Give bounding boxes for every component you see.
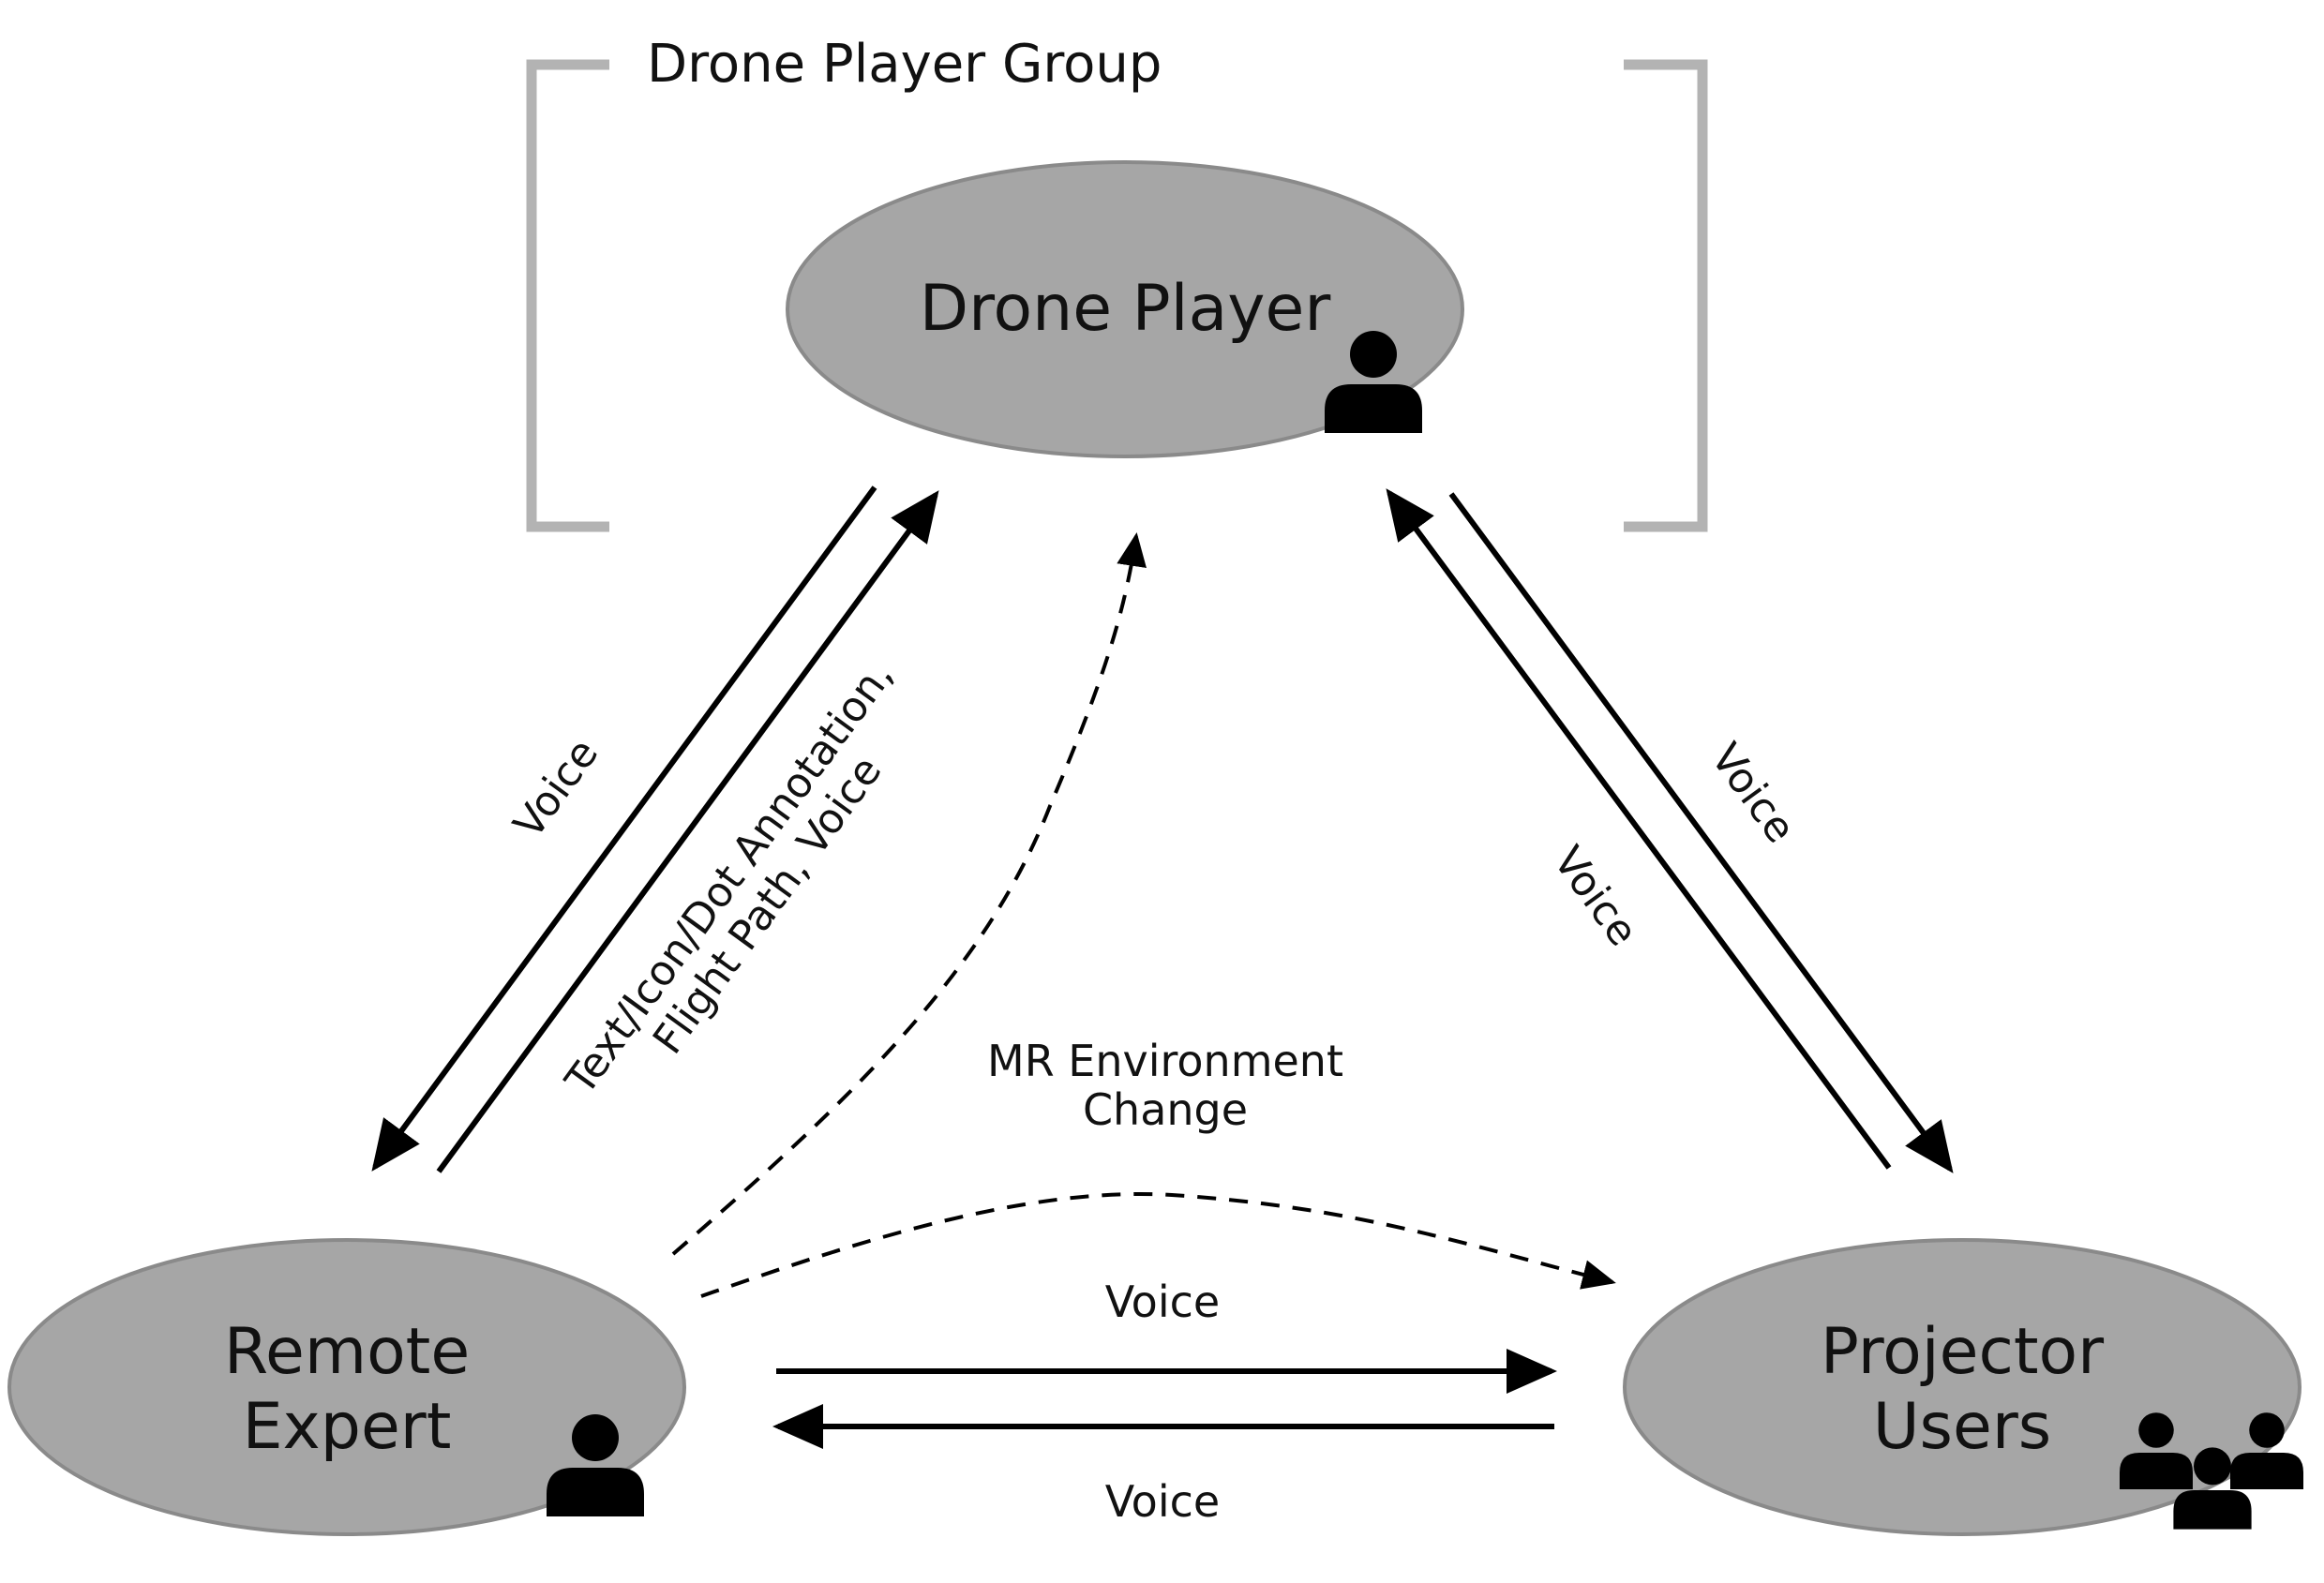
edge-label-projector-to-expert: Voice xyxy=(1105,1476,1220,1527)
group-title: Drone Player Group xyxy=(647,34,1162,95)
remote-expert-label-line2: Expert xyxy=(243,1390,452,1464)
projector-users-node: Projector Users xyxy=(1623,1238,2303,1536)
edge-label-mr-change-line1: MR Environment xyxy=(987,1036,1343,1086)
edge-mr-change-to-projector xyxy=(700,1192,1616,1298)
projector-users-label-line1: Projector xyxy=(1821,1315,2104,1389)
edge-expert-to-drone xyxy=(436,490,939,1173)
edge-drone-to-expert xyxy=(371,485,877,1172)
edge-label-drone-to-projector: Voice xyxy=(1702,735,1805,852)
edge-projector-to-drone xyxy=(1386,488,1892,1170)
edge-label-drone-to-expert: Voice xyxy=(504,730,607,847)
drone-player-ellipse xyxy=(786,160,1464,458)
edge-label-expert-to-drone: Text/Icon/Dot Annotation, Flight Path, V… xyxy=(556,652,903,1104)
projector-users-label-line2: Users xyxy=(1873,1390,2051,1464)
drone-player-label: Drone Player xyxy=(920,272,1331,346)
edge-label-expert-to-projector: Voice xyxy=(1105,1277,1220,1327)
remote-expert-ellipse xyxy=(7,1238,686,1536)
drone-player-node: Drone Player xyxy=(786,160,1464,458)
remote-expert-node: Remote Expert xyxy=(7,1238,686,1536)
group-bracket-right xyxy=(1624,59,1708,532)
group-bracket-left xyxy=(526,59,609,532)
edge-mr-change-to-drone xyxy=(671,532,1147,1256)
edge-label-expert-to-drone-line1: Text/Icon/Dot Annotation, xyxy=(556,652,903,1104)
edge-label-mr-change-line2: Change xyxy=(1083,1084,1248,1135)
edge-label-projector-to-drone: Voice xyxy=(1544,838,1647,955)
remote-expert-label-line1: Remote xyxy=(224,1315,470,1389)
edge-drone-to-projector xyxy=(1448,492,1954,1173)
